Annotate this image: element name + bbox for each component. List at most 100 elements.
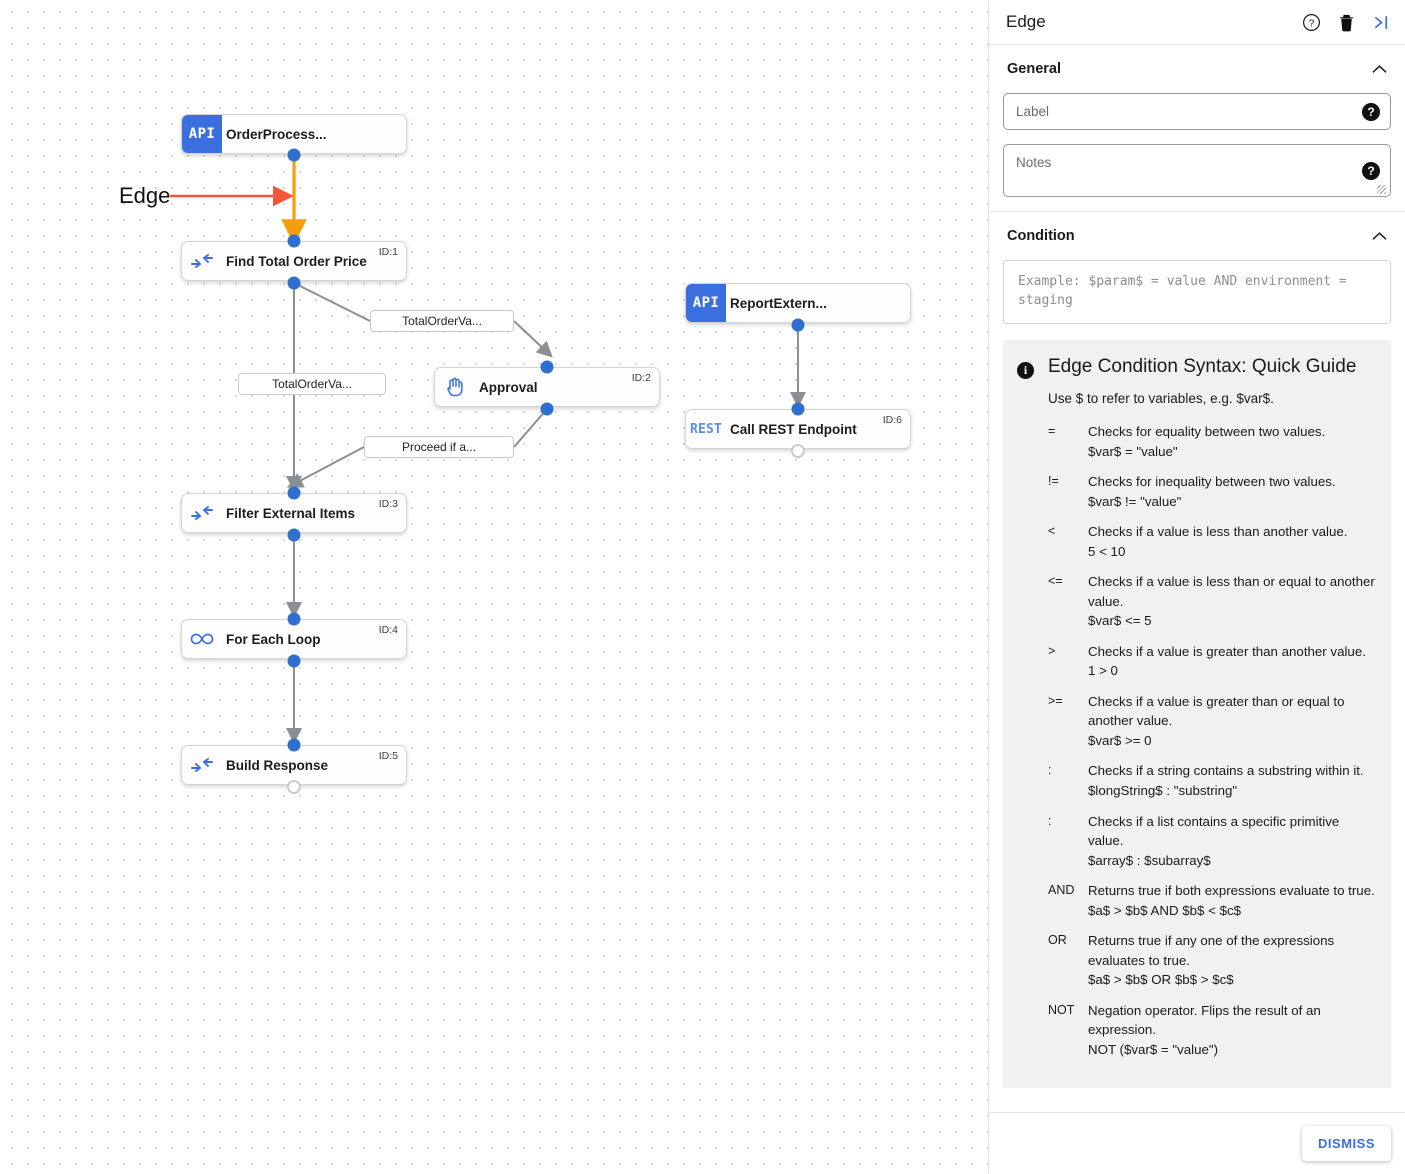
notes-resize-handle[interactable] bbox=[1377, 185, 1386, 194]
node-port-out[interactable] bbox=[287, 654, 301, 668]
label-input[interactable] bbox=[1004, 94, 1390, 129]
node-id-label: ID:2 bbox=[631, 372, 651, 384]
operator-example: $a$ > $b$ OR $b$ > $c$ bbox=[1088, 972, 1234, 988]
merge-arrows-icon bbox=[182, 494, 222, 532]
node-port-out[interactable] bbox=[791, 318, 805, 332]
node-id-label: ID:6 bbox=[882, 414, 902, 426]
operator-description: Checks if a list contains a specific pri… bbox=[1088, 812, 1377, 871]
operator-row: <Checks if a value is less than another … bbox=[1048, 522, 1377, 561]
flow-canvas[interactable]: Edge API OrderProcess... Find Total Orde… bbox=[0, 0, 988, 1174]
rest-badge-icon: REST bbox=[689, 421, 723, 437]
condition-editor-wrapper[interactable] bbox=[1003, 260, 1391, 324]
operator-example: $array$ : $subarray$ bbox=[1088, 852, 1211, 868]
node-port-out-open[interactable] bbox=[287, 780, 301, 794]
operator-symbol: : bbox=[1048, 813, 1052, 828]
operator-symbol: NOT bbox=[1048, 1002, 1075, 1017]
condition-syntax-guide: i Edge Condition Syntax: Quick Guide Use… bbox=[1003, 340, 1391, 1089]
node-orderprocess[interactable]: API OrderProcess... bbox=[181, 114, 407, 154]
hand-icon bbox=[435, 368, 475, 406]
operator-symbol: OR bbox=[1048, 933, 1067, 948]
node-title: ReportExtern... bbox=[730, 295, 827, 311]
api-badge-icon: API bbox=[182, 115, 222, 153]
node-id-label: ID:5 bbox=[378, 750, 398, 762]
label-field-wrapper[interactable]: ? bbox=[1003, 93, 1391, 130]
general-section-header[interactable]: General bbox=[1003, 45, 1391, 93]
operator-description: Checks for inequality between two values… bbox=[1088, 472, 1377, 511]
trash-icon[interactable] bbox=[1338, 13, 1355, 32]
help-circle-icon[interactable]: ? bbox=[1302, 13, 1321, 32]
operator-example: $var$ >= 0 bbox=[1088, 732, 1152, 748]
chevron-up-icon[interactable] bbox=[1372, 229, 1387, 244]
operator-description: Checks if a string contains a substring … bbox=[1088, 761, 1377, 800]
node-title: For Each Loop bbox=[226, 631, 321, 647]
node-reportextern[interactable]: API ReportExtern... bbox=[685, 283, 911, 323]
operator-description: Negation operator. Flips the result of a… bbox=[1088, 1001, 1377, 1060]
node-port-in[interactable] bbox=[287, 612, 301, 626]
edge-label[interactable]: TotalOrderVa... bbox=[238, 373, 386, 395]
node-port-in[interactable] bbox=[287, 738, 301, 752]
svg-text:?: ? bbox=[1309, 18, 1315, 29]
operator-row: NOT Negation operator. Flips the result o… bbox=[1048, 1001, 1377, 1060]
node-port-in[interactable] bbox=[287, 486, 301, 500]
node-id-label: ID:1 bbox=[378, 246, 398, 258]
node-for-each-loop[interactable]: For Each Loop ID:4 bbox=[181, 619, 407, 659]
general-heading: General bbox=[1007, 61, 1061, 77]
node-port-in[interactable] bbox=[287, 234, 301, 248]
node-port-out-open[interactable] bbox=[791, 444, 805, 458]
node-title: Find Total Order Price bbox=[226, 253, 367, 269]
operator-description: Returns true if any one of the expressio… bbox=[1088, 931, 1377, 990]
notes-help-icon[interactable]: ? bbox=[1362, 161, 1380, 180]
section-divider bbox=[989, 211, 1405, 212]
condition-section-header[interactable]: Condition bbox=[1003, 212, 1391, 260]
node-filter-external-items[interactable]: Filter External Items ID:3 bbox=[181, 493, 407, 533]
collapse-panel-icon[interactable] bbox=[1372, 13, 1391, 32]
node-id-label: ID:3 bbox=[378, 498, 398, 510]
operator-description: Checks if a value is greater than anothe… bbox=[1088, 642, 1377, 681]
chevron-up-icon[interactable] bbox=[1372, 62, 1387, 77]
panel-title: Edge bbox=[1006, 12, 1046, 31]
operator-symbol: != bbox=[1048, 474, 1059, 489]
node-port-out[interactable] bbox=[287, 148, 301, 162]
node-title: Approval bbox=[479, 379, 538, 395]
operator-example: $var$ != "value" bbox=[1088, 493, 1182, 509]
node-port-in[interactable] bbox=[540, 360, 554, 374]
edge-properties-panel: Edge ? General bbox=[988, 0, 1405, 1174]
operator-description: Checks if a value is less than or equal … bbox=[1088, 572, 1377, 631]
operator-symbol: AND bbox=[1048, 883, 1075, 898]
node-port-out[interactable] bbox=[287, 528, 301, 542]
node-port-out[interactable] bbox=[540, 402, 554, 416]
operator-description: Checks if a value is greater than or equ… bbox=[1088, 692, 1377, 751]
panel-body: General ? ? Cond bbox=[989, 45, 1405, 1174]
operator-row: != Checks for inequality between two valu… bbox=[1048, 472, 1377, 511]
condition-heading: Condition bbox=[1007, 228, 1075, 244]
infinity-icon bbox=[182, 620, 222, 658]
operator-row: >= Checks if a value is greater than or e… bbox=[1048, 692, 1377, 751]
dismiss-button[interactable]: DISMISS bbox=[1302, 1126, 1391, 1161]
label-help-icon[interactable]: ? bbox=[1362, 102, 1380, 121]
operator-row: OR Returns true if any one of the express… bbox=[1048, 931, 1377, 990]
edge-layer bbox=[170, 155, 806, 744]
condition-input[interactable] bbox=[1016, 271, 1378, 313]
operator-row: =Checks for equality between two values.… bbox=[1048, 422, 1377, 461]
merge-arrows-icon bbox=[182, 746, 222, 784]
notes-input[interactable] bbox=[1004, 145, 1390, 191]
edge-label[interactable]: TotalOrderVa... bbox=[370, 310, 514, 332]
info-icon: i bbox=[1017, 362, 1034, 379]
operator-symbol: < bbox=[1048, 524, 1056, 539]
notes-field-wrapper[interactable]: ? bbox=[1003, 144, 1391, 197]
operator-example: $var$ <= 5 bbox=[1088, 613, 1152, 629]
operator-row: :Checks if a string contains a substring… bbox=[1048, 761, 1377, 800]
operator-symbol: > bbox=[1048, 643, 1056, 658]
operator-list: =Checks for equality between two values.… bbox=[1048, 422, 1377, 1059]
node-port-out[interactable] bbox=[287, 276, 301, 290]
operator-symbol: >= bbox=[1048, 693, 1063, 708]
node-port-in[interactable] bbox=[791, 402, 805, 416]
node-find-total-order-price[interactable]: Find Total Order Price ID:1 bbox=[181, 241, 407, 281]
operator-example: $var$ = "value" bbox=[1088, 443, 1178, 459]
api-badge-icon: API bbox=[686, 284, 726, 322]
condition-section: Condition i Edge Condition Syntax: Quick… bbox=[989, 212, 1405, 1089]
edge-label[interactable]: Proceed if a... bbox=[364, 436, 514, 458]
guide-subtitle: Use $ to refer to variables, e.g. $var$. bbox=[1048, 391, 1274, 406]
operator-row: <=Checks if a value is less than or equa… bbox=[1048, 572, 1377, 631]
